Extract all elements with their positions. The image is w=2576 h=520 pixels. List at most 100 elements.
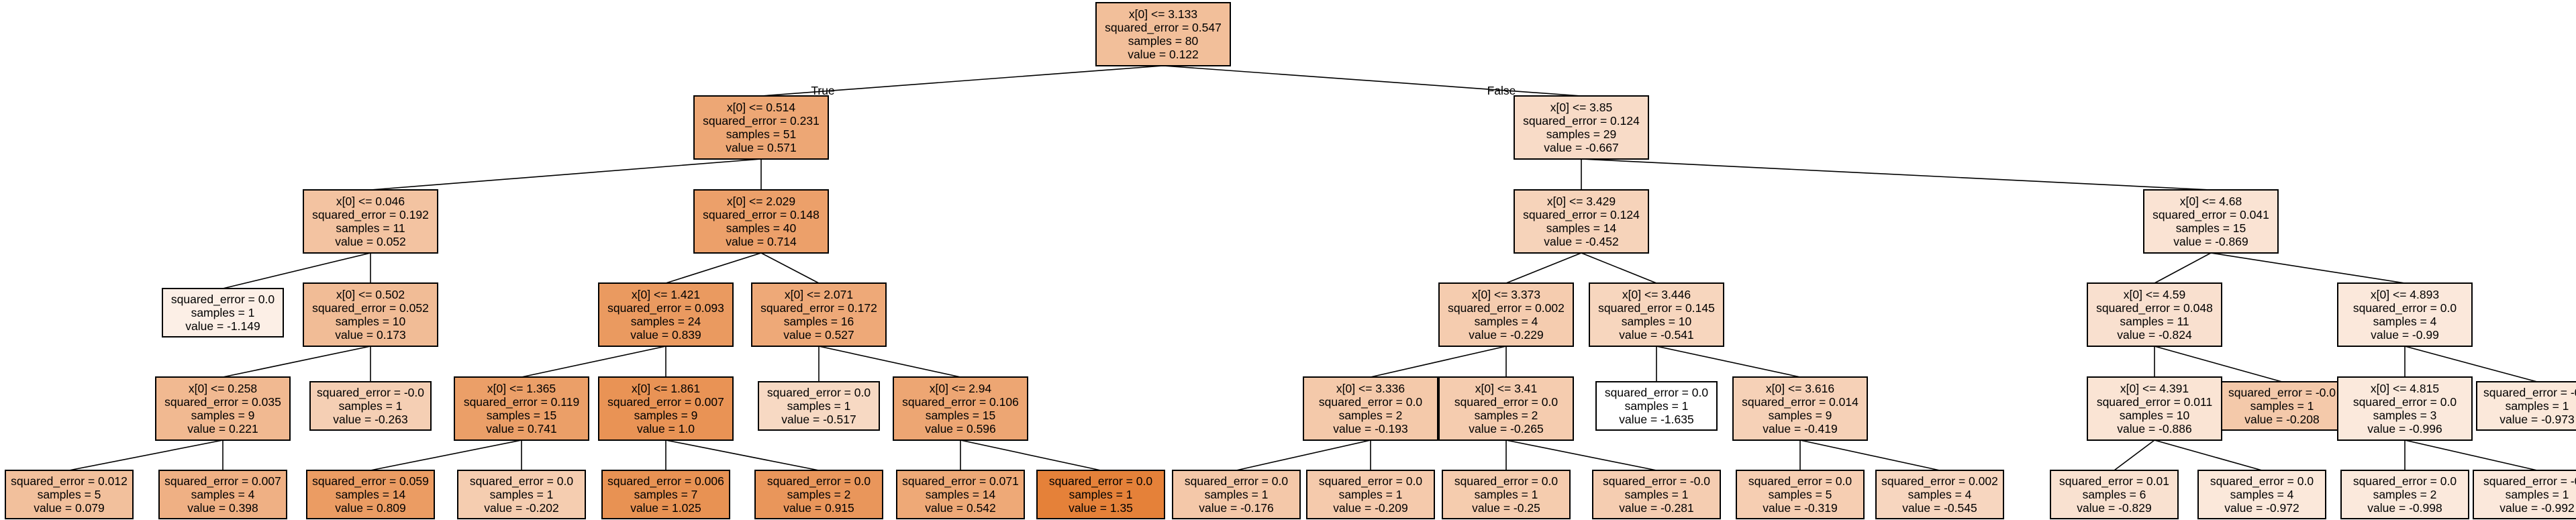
node-text-line: samples = 3: [2373, 409, 2437, 422]
tree-edge: [1505, 252, 1582, 284]
node-text-line: samples = 11: [2120, 315, 2189, 328]
tree-edge: [665, 252, 762, 284]
node-box: [2197, 470, 2326, 519]
node-text-line: x[0] <= 4.815: [2371, 382, 2439, 395]
node-box: [303, 282, 438, 347]
node-text-line: x[0] <= 3.133: [1129, 7, 1197, 21]
node-text-line: samples = 5: [1769, 488, 1832, 501]
tree-edge: [1581, 252, 1657, 284]
node-text-line: samples = 15: [2176, 221, 2246, 235]
node-box: [1514, 189, 1649, 254]
node-text-line: squared_error = 0.011: [2097, 395, 2212, 409]
node-text-line: squared_error = 0.231: [703, 114, 820, 128]
node-box: [454, 376, 589, 441]
tree-edge: [1799, 439, 1940, 471]
node-text-line: samples = 9: [634, 409, 698, 422]
node-text-line: samples = 14: [336, 488, 406, 501]
node-box: [2050, 470, 2179, 519]
node-text-line: samples = 2: [787, 488, 851, 501]
tree-edge: [2114, 439, 2155, 471]
node-text-line: samples = 16: [784, 315, 854, 328]
node-text-line: x[0] <= 2.071: [785, 288, 853, 301]
node-box: [1036, 470, 1165, 519]
node-box: [1736, 470, 1865, 519]
node-text-line: x[0] <= 3.373: [1472, 288, 1540, 301]
node-box: [158, 470, 287, 519]
node-text-line: squared_error = 0.002: [1881, 474, 1998, 488]
node-box: [693, 189, 829, 254]
node-text-line: squared_error = 0.0: [470, 474, 573, 488]
node-text-line: samples = 1: [339, 399, 403, 413]
tree-edge: [370, 439, 522, 471]
node-text-line: samples = 1: [2250, 399, 2314, 413]
node-box: [162, 288, 284, 337]
node-text-line: x[0] <= 4.391: [2120, 382, 2189, 395]
node-text-line: value = -0.263: [333, 413, 407, 426]
node-text-line: value = -0.319: [1763, 501, 1837, 515]
node-text-line: samples = 11: [336, 221, 405, 235]
node-text-line: samples = 1: [490, 488, 554, 501]
node-text-line: squared_error = 0.014: [1742, 395, 1859, 409]
node-text-line: value = -1.149: [185, 319, 260, 333]
node-text-line: samples = 1: [2506, 488, 2569, 501]
node-text-line: value = 1.35: [1069, 501, 1133, 515]
node-text-line: x[0] <= 0.514: [727, 101, 795, 114]
tree-edge: [68, 439, 224, 471]
tree-edge-group: [1236, 439, 1371, 471]
node-text-line: value = -0.972: [2224, 501, 2299, 515]
tree-edge-group: [2210, 252, 2406, 284]
tree-edge: [1505, 439, 1657, 471]
tree-edge: [818, 346, 961, 378]
node-text-line: squared_error = 0.0: [1185, 474, 1288, 488]
node-text-line: samples = 9: [1769, 409, 1832, 422]
node-text-line: samples = 10: [336, 315, 406, 328]
node-box: [2476, 381, 2576, 431]
node-text-line: samples = 40: [726, 221, 797, 235]
tree-edge-group: [2114, 439, 2155, 471]
node-text-line: value = -0.545: [1902, 501, 1977, 515]
node-text-line: squared_error = 0.0: [1454, 395, 1558, 409]
node-box: [1172, 470, 1301, 519]
node-text-line: value = 0.596: [925, 422, 996, 435]
node-text-line: x[0] <= 1.861: [632, 382, 700, 395]
node-box: [693, 95, 829, 160]
tree-edge: [222, 346, 371, 378]
node-box: [2087, 282, 2222, 347]
tree-edge-group: [2404, 439, 2538, 471]
node-box: [754, 470, 883, 519]
tree-edge-group: [760, 65, 1164, 97]
node-box: [893, 376, 1028, 441]
node-text-line: value = 0.714: [726, 235, 797, 248]
node-text-line: value = -1.635: [1619, 413, 1693, 426]
node-text-line: value = 0.741: [486, 422, 557, 435]
node-text-line: value = -0.869: [2173, 235, 2248, 248]
node-text-line: value = 0.542: [925, 501, 996, 515]
node-text-line: squared_error = 0.547: [1105, 21, 1222, 35]
node-box: [1438, 282, 1574, 347]
node-text-line: value = 0.079: [34, 501, 105, 515]
node-text-line: squared_error = 0.192: [312, 208, 429, 222]
tree-edge-group: [370, 439, 522, 471]
node-text-line: squared_error = -0.0: [317, 386, 424, 400]
node-text-line: squared_error = 0.0: [1049, 474, 1152, 488]
node-text-line: value = -0.824: [2117, 328, 2192, 342]
node-text-line: samples = 1: [1475, 488, 1538, 501]
node-text-line: squared_error = 0.0: [2210, 474, 2314, 488]
node-text-line: squared_error = 0.106: [902, 395, 1019, 409]
node-text-line: x[0] <= 3.446: [1622, 288, 1691, 301]
